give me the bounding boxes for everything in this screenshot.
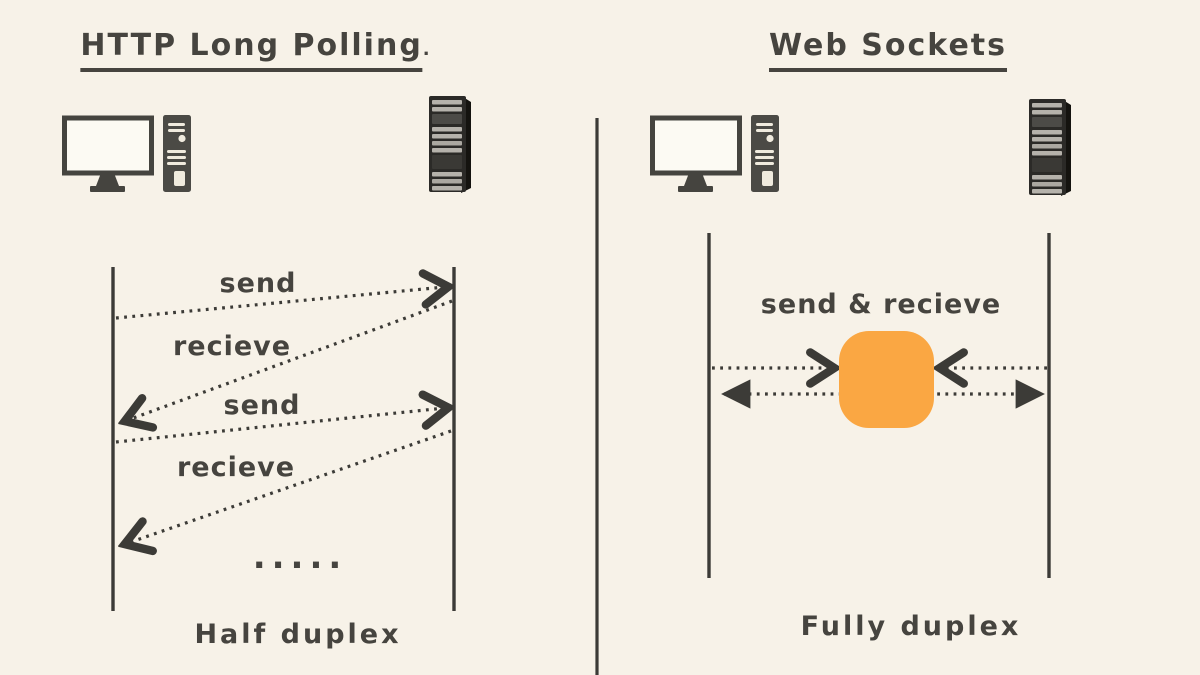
left-panel-caption: Half duplex — [194, 619, 402, 650]
send-arrow-1 — [115, 287, 445, 320]
desktop-computer-icon — [653, 115, 780, 192]
send-arrow-2 — [115, 408, 445, 444]
server-tower-icon — [1029, 99, 1071, 196]
right-panel-caption: Fully duplex — [800, 611, 1022, 642]
websocket-connection-node — [839, 331, 934, 428]
right-panel-title: Web Sockets — [769, 28, 1007, 72]
server-tower-icon — [429, 96, 471, 193]
left-panel-title: HTTP Long Polling. — [80, 28, 431, 72]
message-label-recieve-2: recieve — [176, 452, 296, 483]
left-title-period: . — [422, 39, 432, 60]
recieve-arrow-1 — [128, 299, 453, 420]
desktop-computer-icon — [65, 115, 192, 192]
right-title-text: Web Sockets — [769, 28, 1007, 72]
continuation-dots: ..... — [252, 537, 348, 577]
left-title-text: HTTP Long Polling — [80, 28, 423, 72]
recieve-arrow-2 — [128, 429, 452, 543]
message-label-send-2: send — [223, 390, 301, 421]
connection-label: send & recieve — [760, 289, 1002, 320]
message-label-send-1: send — [219, 268, 297, 299]
message-label-recieve-1: recieve — [172, 331, 292, 362]
